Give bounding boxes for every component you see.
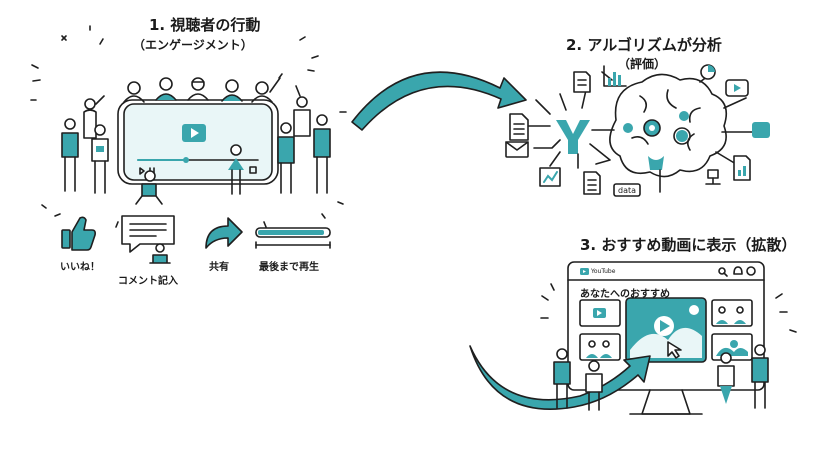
video-card-right-top: [711, 299, 753, 327]
thumbs-up-icon: [61, 216, 96, 251]
data-tag-label: data: [618, 186, 637, 195]
gear-icon: [673, 127, 691, 145]
step1-subtitle: （エンゲージメント）: [133, 38, 253, 52]
search-icon: [718, 267, 728, 277]
step1-title: 1. 視聴者の行動: [149, 16, 261, 34]
sparkle-decorations-right: [540, 283, 797, 333]
recommended-heading: あなたへのおすすめ: [580, 289, 670, 300]
bell-icon: [733, 266, 743, 275]
step3-title: 3. おすすめ動画に表示（拡散）: [580, 236, 797, 254]
progress-bar-icon: [255, 227, 331, 249]
file-chart-icon: [573, 71, 591, 93]
file-bars-icon: [733, 155, 751, 181]
step2-title: 2. アルゴリズムが分析: [566, 36, 722, 54]
flow-arrow-into-step3: [469, 345, 651, 411]
featured-video-card: [625, 297, 707, 363]
share-arrow-icon: [205, 217, 243, 249]
action-label-share: 共有: [209, 262, 229, 273]
viewer-crowd: [61, 73, 331, 205]
step2-illustration: [505, 64, 770, 197]
data-tag: [613, 183, 641, 197]
document-icon: [509, 113, 529, 141]
video-card-right-bottom: [711, 333, 753, 361]
sparkle-decorations: [30, 25, 347, 228]
flow-arrow-1-to-2: [351, 71, 527, 131]
mail-icon: [505, 141, 529, 158]
video-card-left-top: [579, 299, 621, 327]
brain-icon: [609, 73, 728, 193]
bar-chart-icon: [603, 65, 627, 87]
line-chart-icon: [539, 167, 561, 187]
y-logo-icon: [556, 120, 590, 154]
pie-chart-icon: [700, 64, 716, 80]
cursor-icon: [667, 341, 682, 359]
action-label-watch-to-end: 最後まで再生: [259, 262, 319, 273]
youtube-logo-icon: [580, 268, 589, 275]
comment-icon: [121, 215, 175, 264]
play-card-icon: [725, 79, 749, 97]
file-list-icon: [583, 171, 601, 195]
video-card-left-bottom: [579, 333, 621, 361]
viewers-around-monitor: [553, 344, 769, 411]
step3-illustration: [469, 261, 797, 415]
flowchart-icon: [705, 169, 721, 185]
step2-subtitle: （評価）: [618, 57, 667, 71]
action-label-like: いいね！: [60, 262, 100, 273]
youtube-site-name: YouTube: [591, 268, 616, 275]
data-connectors: [523, 71, 753, 169]
step1-illustration: [30, 25, 347, 264]
bird-icon: [752, 122, 770, 138]
phone-screen: [117, 99, 279, 185]
avatar-icon: [746, 266, 756, 276]
action-label-comment: コメント記入: [118, 276, 178, 287]
